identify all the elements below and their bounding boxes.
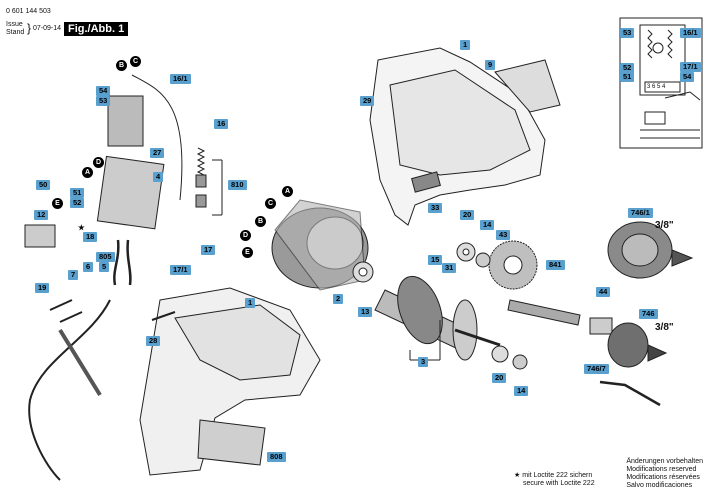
- issue-date: 07-09-14: [33, 25, 62, 32]
- nameplate-9: [494, 59, 561, 113]
- schematic-callout-54: 54: [680, 72, 695, 82]
- brush-spring: [196, 147, 206, 179]
- chuck-size-keyless: 3/8": [655, 220, 674, 231]
- callout-52: 52: [70, 198, 85, 208]
- callout-14-bottom: 14: [514, 386, 529, 396]
- schematic-callout-16-1: 16/1: [680, 28, 701, 38]
- callout-13: 13: [358, 307, 373, 317]
- loctite-star-icon: ★: [514, 472, 523, 479]
- callout-53: 53: [96, 96, 111, 106]
- callout-33: 33: [428, 203, 443, 213]
- callout-51: 51: [70, 188, 85, 198]
- callout-27: 27: [150, 148, 165, 158]
- wire-marker-e-stator: E: [242, 247, 253, 258]
- callout-43: 43: [496, 230, 511, 240]
- wire-marker-a-top: A: [82, 167, 93, 178]
- modification-note-fr: Modifications réservées: [626, 474, 700, 481]
- schematic-callout-53: 53: [620, 28, 635, 38]
- callout-805: 805: [96, 252, 115, 262]
- schematic-terminals: 3 6 5 4: [647, 84, 666, 90]
- callout-2: 2: [333, 294, 344, 304]
- callout-6: 6: [83, 262, 94, 272]
- loctite-note-de: mit Loctite 222 sichern: [522, 472, 593, 479]
- modification-notes: Änderungen vorbehalten Modifications res…: [626, 458, 703, 490]
- wiring-schematic: [619, 17, 703, 149]
- callout-808: 808: [267, 452, 286, 462]
- loctite-star-icon: ★: [78, 223, 85, 232]
- wire-marker-a-stator: A: [282, 186, 293, 197]
- nameplate-808: [197, 419, 266, 466]
- callout-54: 54: [96, 86, 111, 96]
- callout-1-top: 1: [460, 40, 471, 50]
- callout-31: 31: [442, 263, 457, 273]
- wire-marker-c-stator: C: [265, 198, 276, 209]
- wire-marker-c-top: C: [130, 56, 141, 67]
- modification-note-es: Salvo modificaciones: [626, 482, 693, 489]
- modification-note-de: Änderungen vorbehalten: [626, 458, 703, 465]
- loctite-note: ★ mit Loctite 222 sichern secure with Lo…: [514, 472, 595, 488]
- switch-unit: [96, 155, 165, 230]
- wire-marker-b-top: B: [116, 60, 127, 71]
- callout-746-7: 746/7: [584, 364, 609, 374]
- callout-15: 15: [428, 255, 443, 265]
- issue-label: Issue: [6, 21, 23, 28]
- callout-746-1: 746/1: [628, 208, 653, 218]
- wire-marker-d-top: D: [93, 157, 104, 168]
- callout-12: 12: [34, 210, 49, 220]
- figure-label: Fig./Abb. 1: [64, 22, 129, 36]
- modification-note-en: Modifications reserved: [626, 466, 697, 473]
- loctite-note-en: secure with Loctite 222: [523, 480, 595, 487]
- wire-marker-e-top: E: [52, 198, 63, 209]
- callout-841: 841: [546, 260, 565, 270]
- callout-50: 50: [36, 180, 51, 190]
- callout-16: 16: [214, 119, 229, 129]
- callout-19: 19: [35, 283, 50, 293]
- switch-trigger-33: [411, 171, 441, 193]
- callout-20-bottom: 20: [492, 373, 507, 383]
- callout-3: 3: [418, 357, 429, 367]
- callout-14-top: 14: [480, 220, 495, 230]
- schematic-callout-52: 52: [620, 63, 635, 73]
- power-cable: [28, 299, 111, 481]
- keyed-chuck-746: [607, 322, 649, 368]
- callout-20-top: 20: [460, 210, 475, 220]
- brace-icon: }: [27, 21, 32, 35]
- callout-9: 9: [485, 60, 496, 70]
- chuck-size-keyed: 3/8": [655, 322, 674, 333]
- part-number: 0 601 144 503: [6, 8, 51, 15]
- spindle-841: [507, 299, 581, 326]
- stand-label: Stand: [6, 29, 25, 36]
- callout-746: 746: [639, 309, 658, 319]
- cord-clamp-12: [24, 224, 56, 248]
- callout-7: 7: [68, 270, 79, 280]
- callout-18: 18: [83, 232, 98, 242]
- wire-marker-b-stator: B: [255, 216, 266, 227]
- callout-1-bottom: 1: [245, 298, 256, 308]
- callout-810: 810: [228, 180, 247, 190]
- callout-29: 29: [360, 96, 375, 106]
- wire-marker-d-stator: D: [240, 230, 251, 241]
- callout-16-1: 16/1: [170, 74, 191, 84]
- callout-28: 28: [146, 336, 161, 346]
- schematic-callout-17-1: 17/1: [680, 62, 701, 72]
- callout-17: 17: [201, 245, 216, 255]
- callout-4: 4: [153, 172, 164, 182]
- chuck-key-746-7: [599, 380, 661, 407]
- callout-44: 44: [596, 287, 611, 297]
- callout-17-1: 17/1: [170, 265, 191, 275]
- callout-5: 5: [99, 262, 110, 272]
- schematic-callout-51: 51: [620, 72, 635, 82]
